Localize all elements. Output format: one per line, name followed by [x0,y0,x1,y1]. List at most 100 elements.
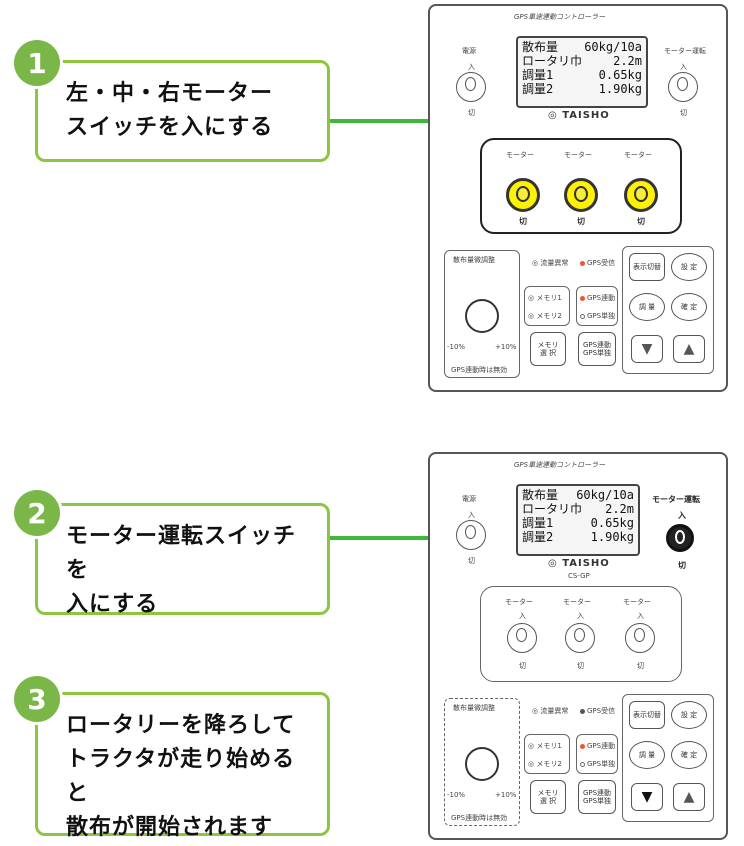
step-1-box: 左・中・右モーター スイッチを入にする [35,60,330,162]
motor-left-switch[interactable] [507,623,537,653]
key-pad: 表示切替 設 定 調 量 確 定 ▼ ▲ [622,246,714,374]
step-2-box: モーター運転スイッチを 入にする [35,503,330,617]
motor-mid-switch[interactable] [564,178,598,212]
down-button[interactable]: ▼ [631,783,663,811]
set-button[interactable]: 設 定 [671,701,707,729]
step-3-text: ロータリーを降ろして トラクタが走り始めると 散布が開始されます [66,713,296,840]
motor-run-label: モーター運転 [664,47,706,55]
memory-led-box: ◎ メモリ1 ◎ メモリ2 [524,734,570,774]
adjust-dial[interactable] [465,747,499,781]
motor-right-label: モーター [623,598,651,606]
motor-mid-switch[interactable] [565,623,595,653]
lcd-value: 2.2m [605,502,634,516]
memory-select-button[interactable]: メモリ 選 択 [530,780,566,814]
display-switch-button[interactable]: 表示切替 [629,253,665,281]
power-label: 電源 [462,495,476,503]
brand-logo: ◎ TAISHO [548,110,610,121]
motor-run-switch[interactable] [666,524,694,552]
calibrate-button[interactable]: 調 量 [629,741,665,769]
gps-link-text: GPS連動 [587,742,616,750]
lcd-label: ロータリ巾 [522,54,583,68]
down-button[interactable]: ▼ [631,335,663,363]
memory-led-box: ◎ メモリ1 ◎ メモリ2 [524,286,570,326]
lcd-value: 0.65kg [598,68,642,82]
power-switch[interactable] [456,520,486,550]
gps-led [580,260,585,266]
gps-mode-button[interactable]: GPS連動 GPS単独 [578,332,616,366]
lcd-value: 0.65kg [590,516,634,530]
motor-mid-on: 入 [577,612,584,620]
power-off-label: 切 [468,557,475,565]
lcd-label: 調量1 [522,68,554,82]
gps-link-led: GPS連動 [580,741,615,751]
adjust-dial[interactable] [465,299,499,333]
status-gps-text: GPS受信 [587,707,616,715]
motor-switch-area: モーター モーター モーター 切 切 切 [480,138,682,234]
motor-left-off-label: 切 [519,662,526,670]
memory-select-button[interactable]: メモリ 選 択 [530,332,566,366]
dial-plus: +10% [495,343,517,351]
dial-area: 散布量微調整 -10% +10% GPS連動時は無効 [444,698,520,826]
lcd-value: 60kg/10a [584,40,642,54]
up-button[interactable]: ▲ [673,783,705,811]
motor-right-switch[interactable] [624,178,658,212]
gps-mode-button[interactable]: GPS連動 GPS単独 [578,780,616,814]
dial-minus: -10% [447,343,466,351]
status-gps: GPS受信 [580,706,615,716]
motor-right-on: 入 [637,612,644,620]
status-flow: ◎ 流量異常 [532,707,569,715]
motor-run-switch[interactable] [668,72,698,102]
step-1-number: 1 [14,40,60,86]
lcd-value: 1.90kg [590,530,634,544]
gps-solo-led: GPS単独 [580,311,615,321]
motor-switch-area: モーター モーター モーター 入 入 入 切 切 切 [480,586,682,682]
lcd-label: ロータリ巾 [522,502,583,516]
motor-right-off-label: 切 [637,217,645,226]
status-gps: GPS受信 [580,258,615,268]
calibrate-button[interactable]: 調 量 [629,293,665,321]
lcd-value: 2.2m [613,54,642,68]
lcd-value: 1.90kg [598,82,642,96]
status-gps-text: GPS受信 [587,259,616,267]
led-red-icon [580,743,585,749]
power-switch[interactable] [456,72,486,102]
gps-led [580,708,585,714]
motor-right-switch[interactable] [625,623,655,653]
dial-bottom-note: GPS連動時は無効 [451,814,508,822]
set-button[interactable]: 設 定 [671,253,707,281]
gps-solo-text: GPS単独 [587,312,616,320]
lcd-label: 調量1 [522,516,554,530]
key-pad: 表示切替 設 定 調 量 確 定 ▼ ▲ [622,694,714,822]
dial-minus: -10% [447,791,466,799]
memory1-led: ◎ メモリ1 [528,742,562,750]
up-button[interactable]: ▲ [673,335,705,363]
display-switch-button[interactable]: 表示切替 [629,701,665,729]
motor-left-switch[interactable] [506,178,540,212]
confirm-button[interactable]: 確 定 [671,293,707,321]
motor-run-label: モーター運転 [652,495,700,504]
motor-left-off-label: 切 [519,217,527,226]
confirm-button[interactable]: 確 定 [671,741,707,769]
power-off-label: 切 [468,109,475,117]
motor-left-label: モーター [505,598,533,606]
gps-solo-led: GPS単独 [580,759,615,769]
step-2-text: モーター運転スイッチを 入にする [66,524,297,617]
motor-mid-label: モーター [563,598,591,606]
led-off-icon [580,761,585,767]
led-red-icon [580,295,585,301]
memory2-led: ◎ メモリ2 [528,760,562,768]
motor-right-label: モーター [624,151,652,159]
power-on-label: 入 [468,511,475,519]
gps-link-led: GPS連動 [580,293,615,303]
power-on-label: 入 [468,63,475,71]
motor-left-label: モーター [506,151,534,159]
motor-run-on-label: 入 [680,63,687,71]
power-label: 電源 [462,47,476,55]
